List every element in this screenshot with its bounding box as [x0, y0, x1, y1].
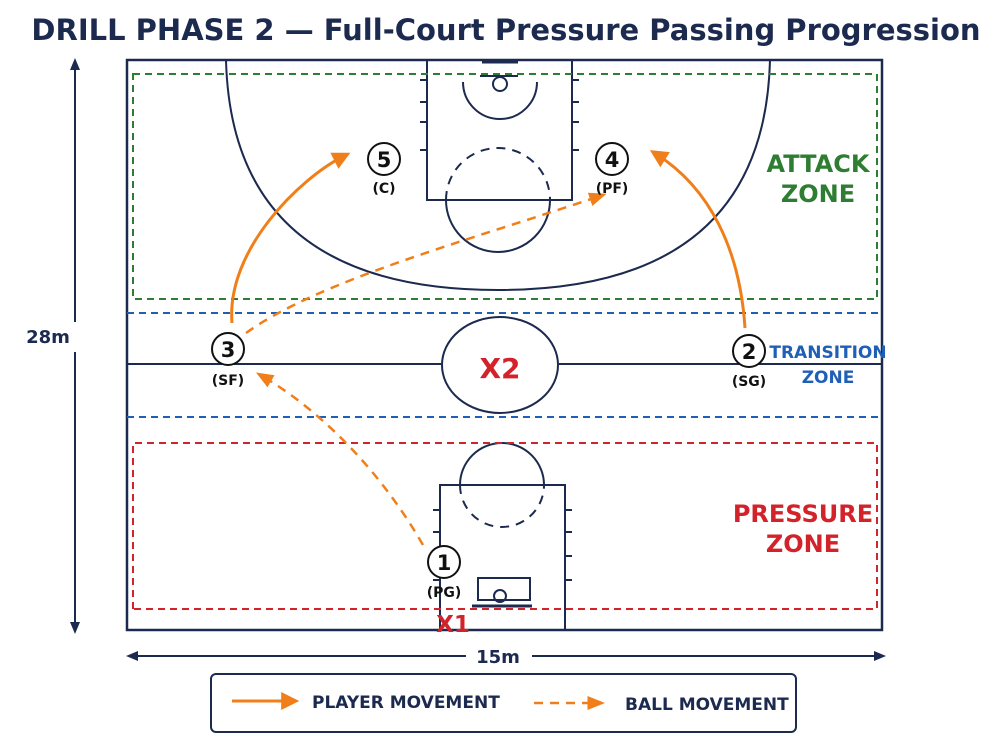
attack-zone-label: ATTACK ZONE: [767, 150, 871, 208]
player-5-marker: 5 (C): [367, 142, 401, 197]
pressure-zone-label: PRESSURE ZONE: [733, 500, 873, 558]
player-3-run-path: [230, 152, 351, 324]
svg-text:TRANSITION: TRANSITION: [769, 343, 886, 363]
zone-boundaries: [127, 73, 882, 610]
top-three-point-arc: [225, 59, 771, 292]
top-restricted-arc: [462, 81, 538, 120]
player-movement-legend-label: PLAYER MOVEMENT: [312, 693, 500, 713]
player-4-role: (PF): [596, 181, 629, 197]
height-label: 28m: [26, 327, 70, 348]
svg-text:ZONE: ZONE: [781, 180, 855, 208]
svg-text:ATTACK: ATTACK: [767, 150, 871, 178]
top-free-throw-circle-dashed: [445, 147, 551, 201]
width-label: 15m: [476, 647, 520, 668]
diagram-title: DRILL PHASE 2 — Full-Court Pressure Pass…: [31, 13, 980, 47]
pass-1-to-3-path: [255, 372, 425, 546]
player-1-number: 1: [437, 551, 452, 575]
player-2-run-path: [649, 150, 747, 329]
pass-3-to-4-path: [245, 192, 607, 335]
attack-zone-boundary: [132, 73, 878, 300]
top-key: [426, 59, 573, 201]
height-dimension: 28m: [26, 58, 98, 634]
svg-text:ZONE: ZONE: [766, 530, 840, 558]
player-2-number: 2: [742, 340, 757, 364]
player-4-marker: 4 (PF): [595, 142, 629, 197]
defender-x1: X1: [436, 612, 470, 638]
top-free-throw-circle: [445, 199, 551, 253]
legend: PLAYER MOVEMENT BALL MOVEMENT: [210, 673, 797, 733]
defender-x2: X2: [479, 352, 520, 385]
bottom-free-throw-circle-dashed: [459, 484, 545, 528]
ball-movement-legend-label: BALL MOVEMENT: [625, 695, 789, 715]
movement-paths: [230, 150, 747, 546]
player-4-number: 4: [605, 148, 620, 172]
player-2-role: (SG): [732, 374, 766, 390]
player-5-role: (C): [372, 181, 395, 197]
pressure-zone-boundary: [132, 442, 878, 610]
player-2-marker: 2 (SG): [729, 334, 769, 390]
center-circle: [441, 316, 559, 414]
court: [125, 58, 884, 632]
svg-text:PRESSURE: PRESSURE: [733, 500, 873, 528]
player-3-role: (SF): [212, 373, 244, 389]
player-5-number: 5: [377, 148, 392, 172]
player-1-marker: 1 (PG): [427, 545, 462, 601]
player-3-marker: 3 (SF): [208, 332, 248, 389]
svg-text:ZONE: ZONE: [802, 368, 855, 388]
player-1-role: (PG): [427, 585, 462, 601]
width-dimension: 15m: [126, 645, 886, 668]
bottom-free-throw-circle: [459, 442, 545, 486]
player-3-number: 3: [221, 338, 236, 362]
bottom-backboard-box: [477, 577, 531, 601]
transition-zone-label: TRANSITION ZONE: [769, 343, 886, 388]
